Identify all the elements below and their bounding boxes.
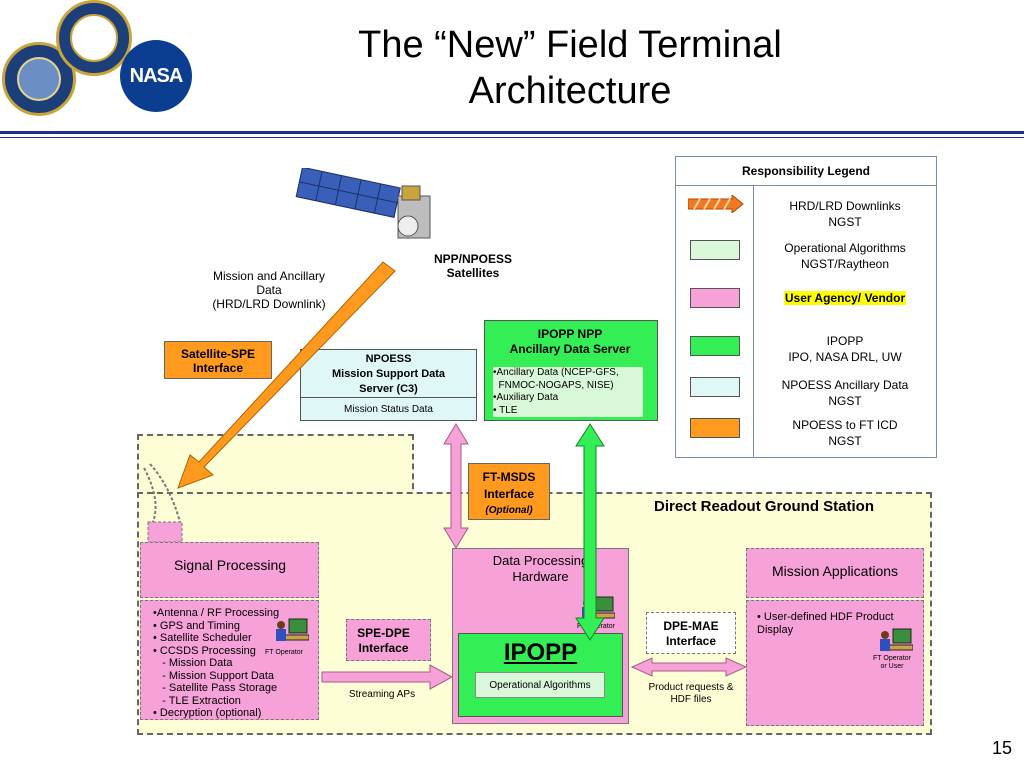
title-rule-thin: [0, 137, 1024, 138]
legend-operational-algorithms-swatch: [690, 240, 740, 260]
legend-title-divider: [676, 185, 936, 186]
mission-status-data: Mission Status Data: [344, 404, 433, 415]
legend-npoess-ft-icd-swatch: [690, 418, 740, 438]
satellite-label: NPP/NPOESS Satellites: [433, 252, 513, 280]
satellite-spe-interface: Satellite-SPE Interface: [164, 341, 272, 379]
antenna-dish-icon: [143, 463, 183, 543]
signal-item: - Satellite Pass Storage: [153, 682, 278, 694]
signal-processing-header: Signal Processing: [140, 542, 319, 598]
legend-npoess-ancillary-swatch: [690, 377, 740, 397]
slide-title: The “New” Field Terminal Architecture: [358, 24, 782, 112]
signal-item: - TLE Extraction: [153, 694, 241, 707]
signal-item: • GPS and Timing: [153, 619, 241, 632]
mission-applications-header: Mission Applications: [746, 548, 924, 598]
operator-workstation-icon: [276, 618, 309, 641]
streaming-aps-label: Streaming APs: [348, 689, 416, 700]
mission-applications-item: • User-defined HDF Product Display: [757, 611, 894, 636]
legend-column-divider: [753, 185, 754, 457]
dpe-mae-label: DPE-MAE Interface: [663, 619, 719, 648]
operator-workstation-icon: [880, 628, 913, 651]
signal-item: • Decryption (optional): [153, 707, 262, 719]
legend-user-agency-swatch: [690, 288, 740, 308]
signal-item: • Satellite Scheduler: [153, 632, 252, 644]
legend-user-agency-text: User Agency/ Vendor: [783, 291, 907, 305]
mission-applications-detail: • User-defined HDF Product Display FT Op…: [746, 600, 924, 726]
ipopp-npp-items: •Ancillary Data (NCEP-GFS, FNMOC-NOGAPS,…: [493, 367, 643, 417]
ground-station-label: Direct Readout Ground Station: [654, 498, 875, 515]
dpe-mae-interface: DPE-MAE Interface: [646, 612, 736, 654]
data-processing-hardware: Data Processing Hardware FT Operator IPO…: [452, 548, 629, 724]
signal-item: •Antenna / RF Processing: [153, 607, 280, 619]
nasa-logo-icon: NASA: [120, 40, 192, 112]
legend-label-npoess-ancillary: NPOESS Ancillary Data NGST: [781, 378, 909, 408]
ipopp-npp-item: •Ancillary Data (NCEP-GFS,: [493, 367, 619, 378]
signal-ft-operator: FT Operator: [265, 649, 303, 656]
npoess-mission-support-server: NPOESS Mission Support Data Server (C3) …: [300, 349, 477, 421]
ft-msds-optional: (Optional): [485, 505, 533, 516]
page-number: 15: [991, 738, 1012, 758]
signal-item: - Mission Support Data: [153, 669, 275, 682]
ft-msds-interface: FT-MSDS Interface (Optional): [468, 463, 550, 520]
mission-ft-operator: FT Operator or User: [873, 655, 911, 670]
data-processing-title: Data Processing Hardware: [492, 553, 589, 584]
title-rule: [0, 131, 1024, 134]
signal-processing-title: Signal Processing: [173, 557, 287, 573]
product-requests-label: Product requests & HDF files: [648, 682, 734, 705]
ipopp-npp-item: FNMOC-NOGAPS, NISE): [493, 379, 614, 391]
signal-item: • CCSDS Processing: [153, 644, 256, 657]
npoess-server-divider: [301, 397, 476, 398]
commerce-seal-icon: [56, 0, 132, 76]
signal-item: - Mission Data: [153, 657, 233, 669]
ipopp-npp-ancillary-server: IPOPP NPP Ancillary Data Server •Ancilla…: [484, 320, 658, 421]
legend-label-operational-algorithms: Operational Algorithms NGST/Raytheon: [784, 241, 906, 271]
operational-algorithms-box: Operational Algorithms: [475, 672, 605, 698]
mission-applications-title: Mission Applications: [771, 563, 899, 579]
ipopp-npp-item: • TLE: [493, 404, 518, 416]
ft-msds-label: FT-MSDS Interface: [482, 470, 536, 501]
spe-dpe-interface: SPE-DPE Interface: [346, 619, 431, 661]
npoess-server-title: NPOESS Mission Support Data Server (C3): [331, 353, 446, 395]
satellite-spe-label: Satellite-SPE Interface: [180, 347, 256, 375]
legend-label-hrd-lrd: HRD/LRD Downlinks NGST: [789, 199, 901, 229]
legend-label-user-agency: User Agency/ Vendor: [755, 290, 935, 306]
ipopp-npp-item: •Auxiliary Data: [493, 392, 559, 403]
legend-label-ipopp: IPOPP IPO, NASA DRL, UW: [788, 334, 902, 364]
downlink-label: Mission and Ancillary Data (HRD/LRD Down…: [212, 269, 326, 311]
legend-title: Responsibility Legend: [741, 164, 870, 178]
spe-dpe-label: SPE-DPE Interface: [357, 626, 410, 655]
operational-algorithms-label: Operational Algorithms: [489, 680, 591, 691]
operator-workstation-icon: [582, 596, 615, 619]
legend-hrd-lrd-swatch: [688, 195, 744, 213]
ipopp-npp-title: IPOPP NPP Ancillary Data Server: [509, 327, 631, 356]
dp-ft-operator: FT Operator: [577, 623, 615, 630]
ipopp-npp-title-box: IPOPP NPP Ancillary Data Server: [505, 323, 635, 359]
ipopp-box: IPOPP Operational Algorithms: [458, 633, 623, 717]
legend-label-npoess-ft-icd: NPOESS to FT ICD NGST: [792, 418, 898, 448]
ipopp-title: IPOPP: [503, 639, 578, 666]
satellite-icon: [295, 168, 431, 239]
signal-processing-detail: •Antenna / RF Processing • GPS and Timin…: [140, 600, 319, 720]
legend-ipopp-swatch: [690, 336, 740, 356]
